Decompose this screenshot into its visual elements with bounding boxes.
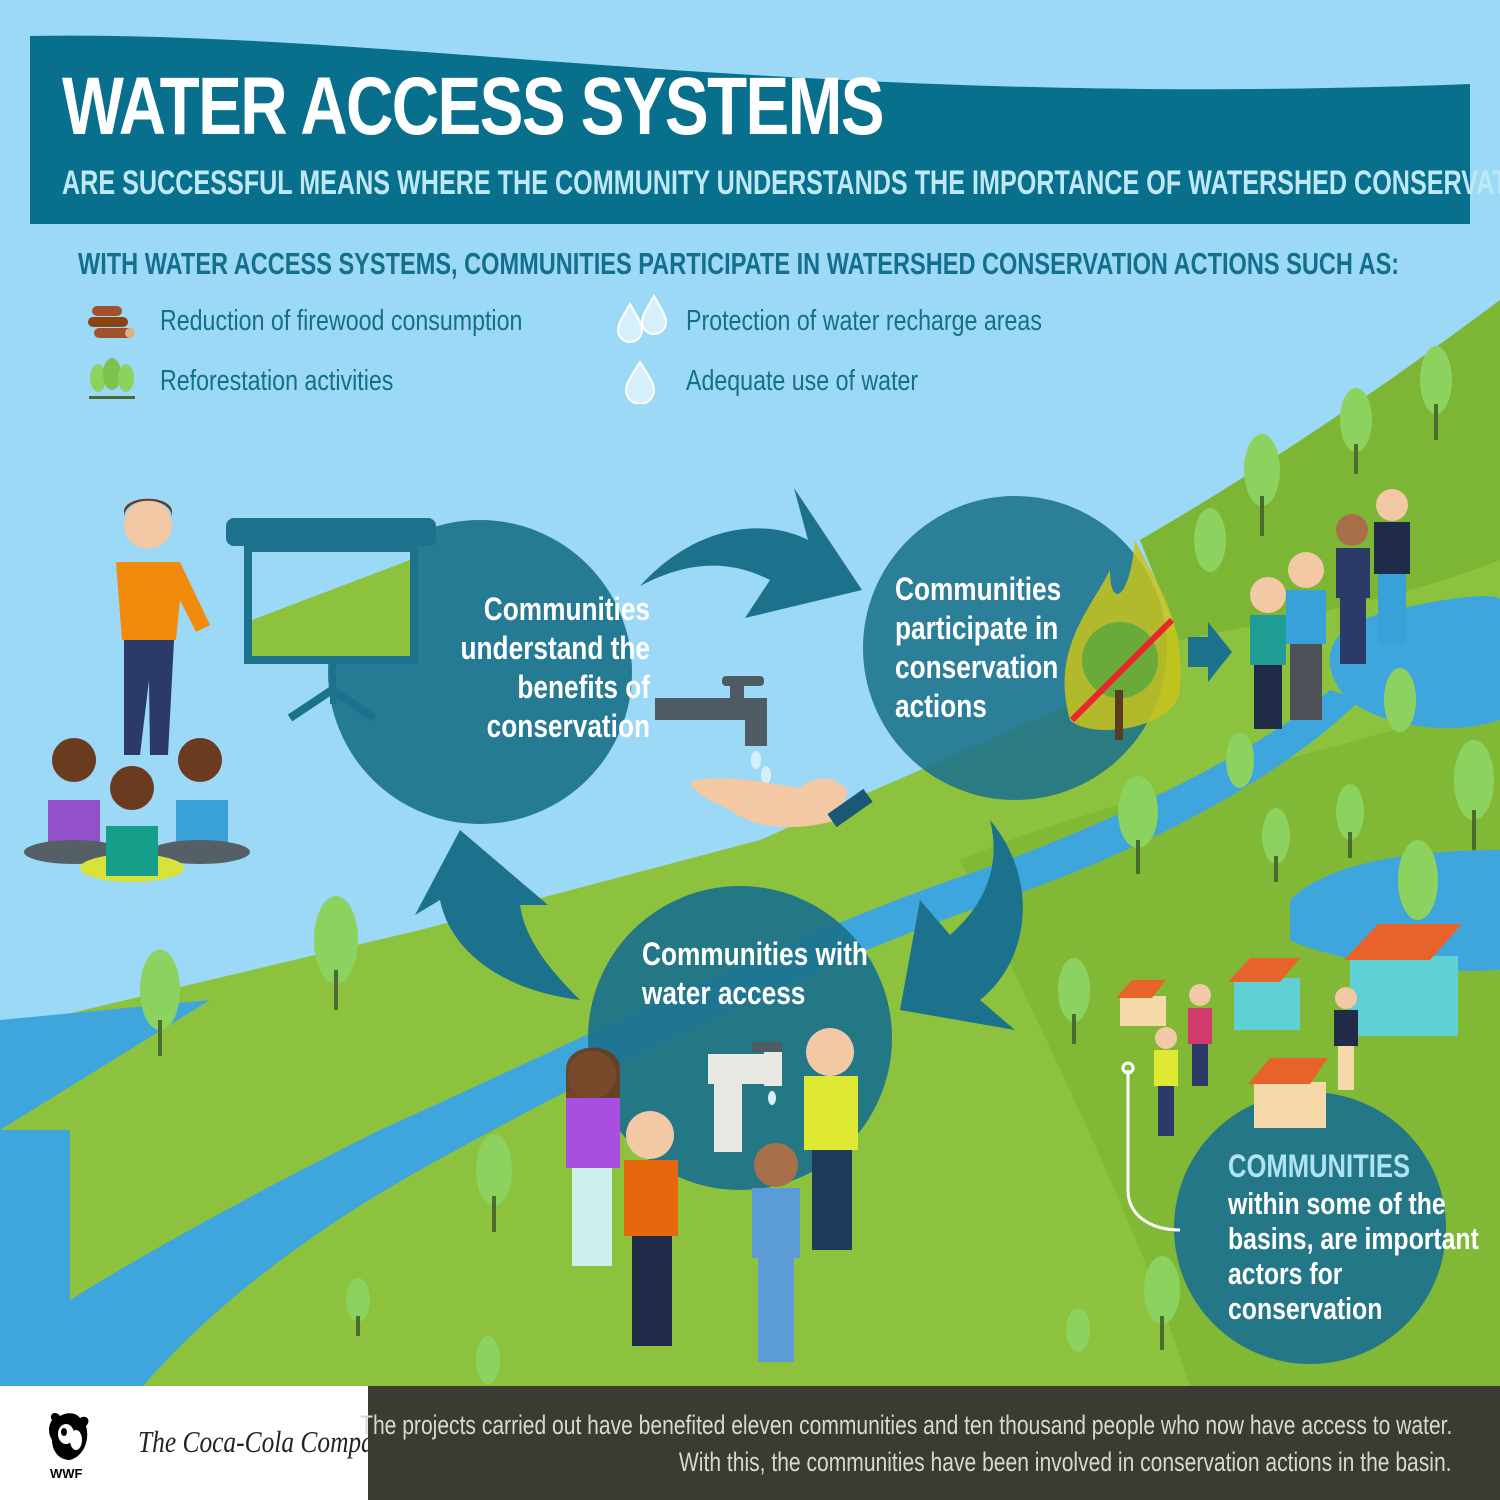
circle-communities bbox=[1174, 1092, 1446, 1364]
action-reforestation-label: Reforestation activities bbox=[160, 365, 394, 397]
text-line: participate in bbox=[895, 610, 1059, 646]
cycle-participate-text: Communities participate in conservation … bbox=[895, 570, 1108, 726]
text-line: conservation bbox=[1228, 1291, 1383, 1326]
text-line: actors for bbox=[1228, 1256, 1343, 1291]
footer-bar bbox=[368, 1386, 1500, 1500]
communities-body: within some of the basins, are important… bbox=[1228, 1186, 1479, 1326]
text-line: Communities bbox=[483, 591, 650, 627]
cycle-arrow-left bbox=[415, 830, 580, 1000]
trees bbox=[140, 346, 1494, 1384]
water-drops-icon bbox=[616, 294, 668, 343]
faucet-icon bbox=[708, 1042, 782, 1152]
coca-cola-logo: The Coca-Cola Company bbox=[138, 1424, 398, 1459]
water-drop-icon bbox=[624, 360, 656, 404]
text-line: within some of the bbox=[1228, 1186, 1446, 1221]
presentation-screen bbox=[226, 518, 436, 722]
trees-icon bbox=[89, 358, 135, 399]
title-banner bbox=[30, 35, 1470, 224]
text-line: basins, are important bbox=[1228, 1221, 1479, 1256]
lake-upper bbox=[1329, 596, 1500, 729]
callout-line bbox=[1126, 1070, 1181, 1232]
volunteers-group bbox=[1250, 489, 1410, 729]
page-subtitle: ARE SUCCESSFUL MEANS WHERE THE COMMUNITY… bbox=[62, 164, 1500, 202]
action-recharge-label: Protection of water recharge areas bbox=[686, 305, 1042, 337]
page-title: WATER ACCESS SYSTEMS bbox=[62, 61, 885, 152]
callout-dot bbox=[1121, 1061, 1135, 1075]
footer-text-line-1: The projects carried out have benefited … bbox=[359, 1410, 1452, 1440]
lake-right bbox=[1290, 850, 1500, 971]
faucet-hand-icon bbox=[655, 676, 873, 828]
wwf-logo-text: WWF bbox=[50, 1466, 83, 1481]
text-line: conservation bbox=[895, 649, 1059, 685]
villagers-group bbox=[566, 1028, 858, 1362]
cycle-arrow-right bbox=[900, 820, 1023, 1030]
text-line: water access bbox=[642, 975, 806, 1011]
text-line: benefits of bbox=[517, 669, 650, 705]
cycle-understand-text: Communities understand the benefits of c… bbox=[412, 590, 650, 746]
cycle-water-access-text: Communities with water access bbox=[642, 935, 868, 1013]
arrow-right-icon bbox=[1188, 622, 1232, 682]
river-left-bank bbox=[0, 1000, 210, 1130]
text-line: understand the bbox=[460, 630, 650, 666]
action-firewood-label: Reduction of firewood consumption bbox=[160, 305, 523, 337]
text-line: actions bbox=[895, 688, 987, 724]
wwf-panda-logo bbox=[49, 1413, 89, 1460]
communities-heading: COMMUNITIES bbox=[1228, 1148, 1411, 1184]
forest-fire-icon bbox=[1064, 540, 1181, 740]
seated-students bbox=[24, 738, 250, 882]
action-water-use-label: Adequate use of water bbox=[686, 365, 919, 397]
cycle-arrow-top bbox=[640, 488, 862, 618]
actions-heading: WITH WATER ACCESS SYSTEMS, COMMUNITIES P… bbox=[78, 246, 1400, 281]
text-line: Communities bbox=[895, 571, 1062, 607]
firewood-logs-icon bbox=[88, 306, 135, 338]
village-houses bbox=[1116, 924, 1462, 1128]
text-line: conservation bbox=[486, 708, 650, 744]
village-people bbox=[1154, 984, 1358, 1136]
teacher-figure bbox=[116, 498, 210, 755]
text-line: Communities with bbox=[642, 936, 868, 972]
prohibition-line bbox=[1069, 617, 1175, 723]
footer-text-line-2: With this, the communities have been inv… bbox=[679, 1447, 1452, 1477]
